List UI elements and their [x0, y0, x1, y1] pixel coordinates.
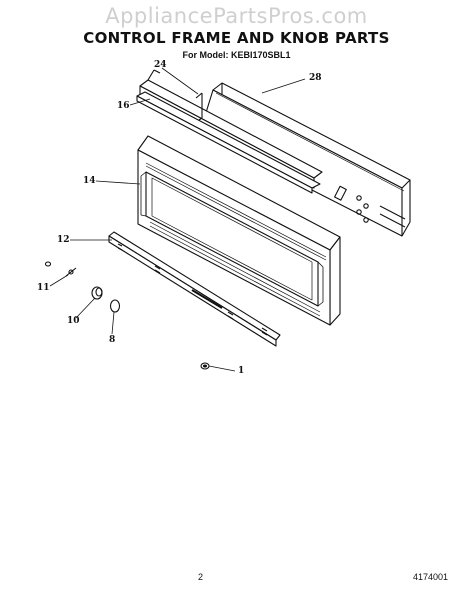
part-1-fastener [200, 362, 210, 370]
part-8-knob-insert [109, 299, 121, 313]
watermark: AppliancePartsPros.com [105, 4, 368, 28]
callout-24: 24 [154, 60, 167, 70]
part-14-control-frame [137, 135, 341, 326]
leader-lines [49, 67, 306, 372]
part-16-top-trim [136, 91, 321, 194]
part-12-lower-trim [108, 231, 281, 347]
diagram-title: CONTROL FRAME AND KNOB PARTS [83, 29, 390, 47]
model-line: For Model: KEBI170SBL1 [182, 50, 291, 60]
callout-11: 11 [37, 283, 50, 293]
callout-1: 1 [238, 366, 245, 376]
callout-28: 28 [309, 73, 322, 83]
page-number: 2 [198, 572, 204, 582]
callout-16: 16 [117, 101, 130, 111]
callout-12: 12 [57, 235, 70, 245]
callout-8: 8 [109, 335, 116, 345]
part-10-knob [91, 286, 103, 300]
document-code: 4174001 [413, 572, 449, 582]
callout-10: 10 [67, 316, 80, 326]
callout-14: 14 [83, 176, 96, 186]
part-11-screw [44, 261, 77, 277]
